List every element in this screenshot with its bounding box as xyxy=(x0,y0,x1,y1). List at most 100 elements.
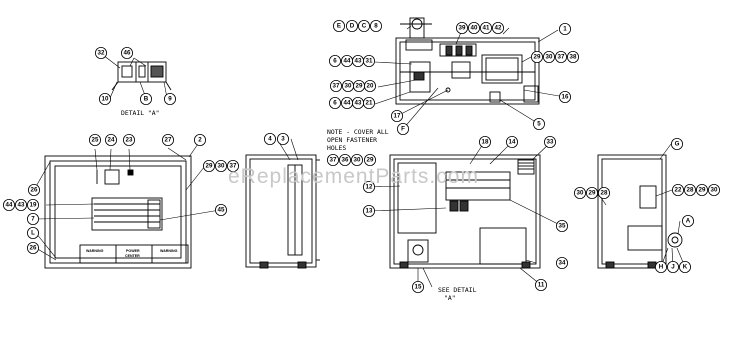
callout-circle xyxy=(121,47,134,60)
callout-21: 21 xyxy=(366,100,373,107)
callout-circle xyxy=(533,118,546,131)
callout-42: 42 xyxy=(495,25,502,32)
callout-circle xyxy=(139,93,152,106)
callout-40: 40 xyxy=(471,25,478,32)
callout-3: 3 xyxy=(281,136,285,143)
callout-circle xyxy=(467,21,480,34)
callout-44b: 44 xyxy=(344,100,351,107)
callout-8: 8 xyxy=(374,23,378,30)
callout-27: 27 xyxy=(165,137,172,144)
callout-circle xyxy=(544,135,557,148)
callout-37c: 37 xyxy=(230,163,237,170)
callout-circle xyxy=(559,22,572,35)
callout-45: 45 xyxy=(218,207,225,214)
callout-26b: 26 xyxy=(30,245,37,252)
callout-circle xyxy=(362,180,375,193)
callout-44a: 44 xyxy=(344,58,351,65)
callout-circle xyxy=(491,21,504,34)
detail-a-caption: DETAIL "A" xyxy=(121,109,159,117)
callout-circle xyxy=(708,183,721,196)
callout-16: 16 xyxy=(562,94,569,101)
callout-circles xyxy=(3,19,721,293)
cover-note-line-2: OPEN FASTENER xyxy=(327,136,377,144)
callout-11: 11 xyxy=(538,282,545,289)
watermark: eReplacementParts.com xyxy=(228,165,479,188)
callout-circle xyxy=(478,135,491,148)
center-unit xyxy=(389,154,541,269)
callout-circle xyxy=(26,212,39,225)
callout-k: K xyxy=(683,264,688,271)
callout-circle xyxy=(682,214,695,227)
callout-30f: 30 xyxy=(711,187,718,194)
callout-23: 23 xyxy=(126,137,133,144)
callout-circle xyxy=(26,241,39,254)
callout-22: 22 xyxy=(675,187,682,194)
callout-h: H xyxy=(659,264,664,271)
callout-circle xyxy=(338,153,351,166)
callout-g: G xyxy=(675,141,680,148)
callout-circle xyxy=(598,186,611,199)
cover-note-line-1: NOTE - COVER ALL xyxy=(327,128,389,136)
callout-circle xyxy=(559,91,572,104)
callout-circle xyxy=(123,133,136,146)
callout-circle xyxy=(684,183,697,196)
callout-circle xyxy=(27,183,40,196)
callout-30d: 30 xyxy=(354,157,361,164)
callout-46: 46 xyxy=(124,50,131,57)
callout-circle xyxy=(3,198,15,211)
callout-circle xyxy=(531,51,544,64)
top-view-unit xyxy=(395,17,540,105)
callout-43b: 43 xyxy=(355,100,362,107)
callout-circle xyxy=(345,19,358,32)
callout-circle xyxy=(586,186,599,199)
callout-35: 35 xyxy=(559,223,566,230)
callout-circle xyxy=(326,153,339,166)
callout-29a: 29 xyxy=(534,54,541,61)
callout-29c: 29 xyxy=(206,163,213,170)
callout-circle xyxy=(226,159,239,172)
callout-circle xyxy=(329,80,342,93)
callout-15: 15 xyxy=(415,284,422,291)
callout-circle xyxy=(357,19,370,32)
callout-43c: 43 xyxy=(18,202,25,209)
callout-circle xyxy=(332,19,345,32)
callout-30b: 30 xyxy=(345,83,352,90)
callout-29f: 29 xyxy=(699,187,706,194)
callout-circle xyxy=(350,153,363,166)
callout-j: J xyxy=(671,264,675,271)
callout-circle xyxy=(671,137,684,150)
callout-circle xyxy=(193,133,206,146)
warning-label-right: WARNING xyxy=(160,249,178,253)
callout-30a: 30 xyxy=(546,54,553,61)
callout-circle xyxy=(479,21,492,34)
callout-10: 10 xyxy=(102,96,109,103)
callout-f: F xyxy=(401,126,405,133)
callout-circle xyxy=(363,80,376,93)
side-view-right xyxy=(597,154,683,269)
callout-circle xyxy=(667,260,680,273)
callout-39: 39 xyxy=(459,25,466,32)
callout-19: 19 xyxy=(30,202,37,209)
callout-43a: 43 xyxy=(355,58,362,65)
callout-circle xyxy=(567,51,580,64)
callout-28b: 28 xyxy=(687,187,694,194)
callout-circle xyxy=(672,183,685,196)
callout-26a: 26 xyxy=(31,187,38,194)
callout-labels: 32 46 10 B 9 E D C 8 39 40 41 42 1 6 44 … xyxy=(6,23,718,291)
callout-l: L xyxy=(31,230,35,237)
callout-29b: 29 xyxy=(356,83,363,90)
callout-circle xyxy=(328,55,341,68)
callout-a: A xyxy=(686,218,691,225)
callout-18: 18 xyxy=(482,139,489,146)
callout-37d: 37 xyxy=(330,157,337,164)
callout-31: 31 xyxy=(366,58,373,65)
callout-4: 4 xyxy=(268,136,272,143)
callout-29e: 29 xyxy=(589,190,596,197)
callout-1: 1 xyxy=(563,26,567,33)
callout-25: 25 xyxy=(92,137,99,144)
callout-circle xyxy=(214,159,227,172)
callout-circle xyxy=(26,198,39,211)
callout-circle xyxy=(574,186,587,199)
callout-circle xyxy=(276,132,289,145)
